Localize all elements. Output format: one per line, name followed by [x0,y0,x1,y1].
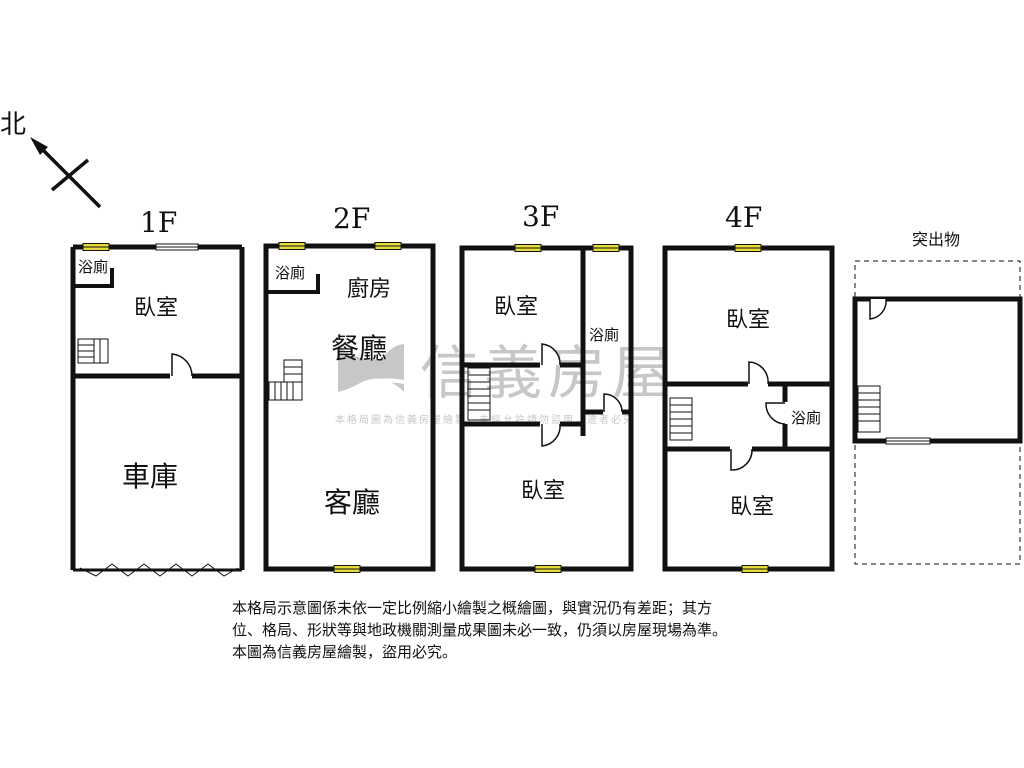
floor-1f-garage-door [79,563,239,577]
floor-3f-stairs [467,367,491,421]
floor-2f-stairs [268,359,303,401]
floor-1f-stairs [77,338,109,364]
disclaimer-line-1: 本格局示意圖係未依一定比例縮小繪製之概繪圖，與實況仍有差距；其方 [232,599,713,617]
floor-2f-room-dining: 餐廳 [331,332,387,365]
rooftop-door [869,298,887,320]
floor-4f-room-bedroom-back: 臥室 [730,495,774,520]
floor-1f-title: 1F [140,206,177,239]
north-arrow-icon [30,137,48,155]
floor-3f-doors [541,343,623,447]
floor-1f-sliding-door [155,243,199,251]
floor-2f-room-bath: 浴廁 [275,264,305,282]
floor-3f: 3F 臥室 浴廁 臥室 [459,200,634,573]
north-compass: 北 [0,110,102,209]
floor-2f-title: 2F [333,202,370,235]
floor-3f-room-bath: 浴廁 [589,326,619,344]
floor-1f-walls [70,244,245,572]
floor-1f-door-swing [171,353,193,377]
rooftop-sliding-door [885,437,931,445]
floor-1f: 1F 浴廁 臥室 車庫 [70,206,245,577]
floor-4f-room-bedroom-front: 臥室 [726,308,770,333]
floor-4f: 4F 臥室 浴廁 臥室 [662,201,835,573]
brand-logo-icon [338,344,405,394]
floor-1f-room-bedroom: 臥室 [134,296,178,321]
compass-north-label: 北 [0,110,26,140]
rooftop-walls [852,296,1023,444]
disclaimer-line-2: 位、格局、形狀等與地政機關測量成果圖未必一致，仍須以房屋現場為準。 [232,621,728,639]
floor-2f: 2F 浴廁 廚房 餐廳 客廳 [263,202,436,573]
floor-3f-room-bedroom-front: 臥室 [494,295,538,320]
rooftop-title: 突出物 [912,230,960,249]
floor-2f-room-kitchen: 廚房 [347,277,391,302]
rooftop-structure: 突出物 [852,230,1023,565]
floor-3f-title: 3F [522,200,559,233]
floor-4f-title: 4F [725,201,762,234]
floor-4f-room-bath: 浴廁 [791,409,821,427]
disclaimer: 本格局示意圖係未依一定比例縮小繪製之概繪圖，與實況仍有差距；其方 位、格局、形狀… [232,597,932,663]
floor-4f-doors [730,361,786,471]
floor-1f-room-garage: 車庫 [122,460,178,493]
floor-3f-room-bedroom-back: 臥室 [521,479,565,504]
floor-2f-room-living: 客廳 [324,486,380,519]
rooftop-stairs [857,385,881,433]
floor-4f-stairs [669,397,693,441]
floor-1f-room-bath: 浴廁 [78,258,108,276]
disclaimer-line-3: 本圖為信義房屋繪製，盜用必究。 [232,643,458,661]
